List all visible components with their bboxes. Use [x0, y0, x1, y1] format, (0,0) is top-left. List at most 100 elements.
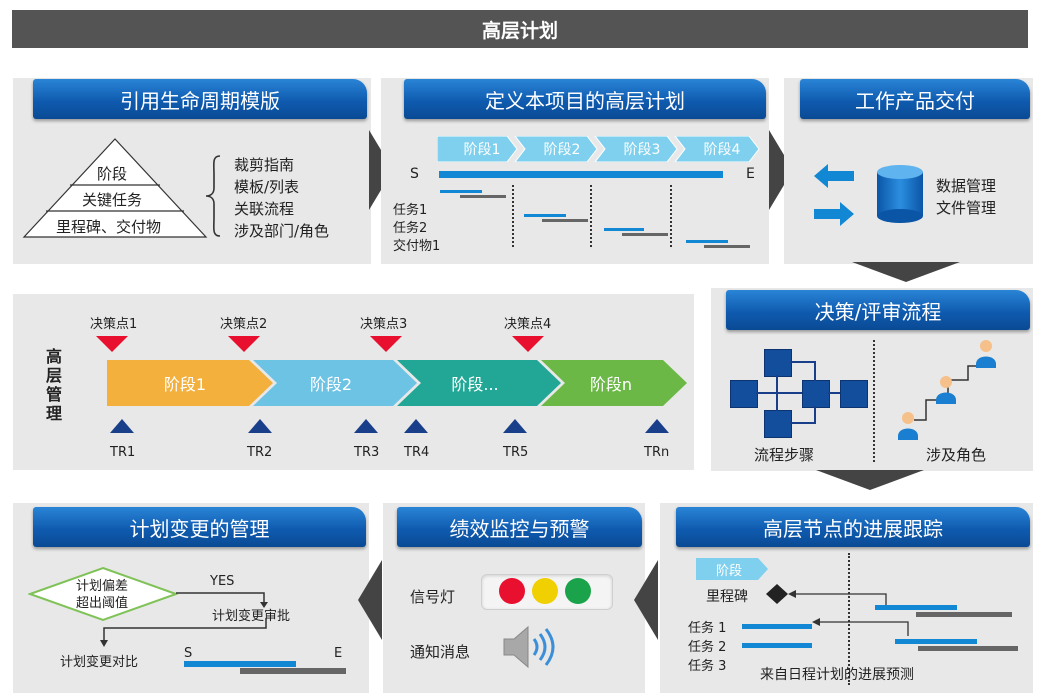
- end-label: E: [746, 166, 755, 182]
- process-connector: [814, 406, 816, 423]
- pyramid: [22, 138, 208, 238]
- change-header: 计划变更的管理: [33, 507, 366, 547]
- decision-marker-icon: [370, 336, 402, 352]
- decision-marker-icon: [512, 336, 544, 352]
- yellow-light-icon: [532, 578, 558, 604]
- forecast-arrow-icon: [812, 618, 909, 636]
- decision-label-2: 决策点2: [220, 317, 268, 332]
- pyramid-level-2: 关键任务: [82, 191, 143, 209]
- task-forecast-bar: [895, 639, 977, 644]
- person-icon: [898, 412, 918, 440]
- pyramid-level-1: 阶段: [97, 165, 128, 183]
- process-step-node: [730, 380, 758, 408]
- milestone-plan-bar: [875, 605, 957, 610]
- flow-arrow-left-icon: [358, 560, 382, 640]
- compare-path-arrow-icon: [100, 618, 267, 647]
- row-label-3: 交付物1: [393, 239, 441, 254]
- signal-label: 信号灯: [410, 588, 456, 606]
- tr-marker-icon: [645, 419, 669, 433]
- change-start-label: S: [184, 646, 193, 661]
- lifecycle-item-3: 关联流程: [234, 200, 295, 218]
- process-connector: [790, 422, 816, 424]
- brace-icon: [205, 155, 221, 237]
- database-icon: [877, 165, 923, 223]
- deliver-item-1: 数据管理: [936, 177, 997, 195]
- yes-path-arrow-icon: [176, 592, 268, 608]
- deliver-item-2: 文件管理: [936, 199, 997, 217]
- review-divider: [873, 340, 875, 462]
- diamond-line-1: 计划偏差: [76, 579, 129, 594]
- review-left-label: 流程步骤: [754, 446, 815, 464]
- diamond-line-2: 超出阈值: [76, 596, 129, 611]
- phase-tag: [696, 558, 768, 580]
- gantt-bar: [460, 195, 506, 198]
- tr-label-5: TR5: [503, 445, 529, 460]
- start-label: S: [410, 166, 419, 182]
- speaker-icon: [503, 625, 555, 669]
- stage-label-3: 阶段...: [451, 375, 499, 394]
- stage-label-2: 阶段2: [309, 375, 353, 394]
- plan-bar: [184, 661, 296, 667]
- notify-label: 通知消息: [410, 643, 471, 661]
- tr-marker-icon: [110, 419, 134, 433]
- decision-label-3: 决策点3: [360, 317, 408, 332]
- tr-label-4: TR4: [404, 445, 430, 460]
- red-light-icon: [499, 578, 525, 604]
- row-label-2: 任务2: [393, 221, 428, 236]
- phase-divider: [670, 185, 672, 247]
- tr-marker-icon: [503, 419, 527, 433]
- review-header: 决策/评审流程: [726, 290, 1030, 330]
- process-connector: [814, 361, 816, 381]
- phase-label-2: 阶段2: [543, 142, 581, 158]
- decision-label-4: 决策点4: [504, 317, 552, 332]
- phase-chevrons: [437, 136, 760, 162]
- gantt-bar: [542, 219, 588, 222]
- decision-marker-icon: [228, 336, 260, 352]
- change-end-label: E: [334, 646, 343, 661]
- today-line: [848, 553, 850, 685]
- milestone-diamond-icon: [766, 584, 788, 604]
- flow-arrow-down-icon: [816, 470, 924, 490]
- row-label-1: 任务1: [393, 203, 428, 218]
- phase-label-4: 阶段4: [703, 142, 741, 158]
- threshold-diamond: [28, 566, 178, 622]
- pyramid-level-3: 里程碑、交付物: [56, 218, 162, 236]
- task-label-1: 任务 1: [688, 621, 727, 636]
- stage-label-1: 阶段1: [163, 375, 207, 394]
- phase-divider: [512, 185, 514, 247]
- task-forecast-actual-bar: [918, 646, 1018, 651]
- review-right-label: 涉及角色: [926, 446, 987, 464]
- person-icon: [976, 340, 996, 368]
- process-connector: [790, 361, 816, 363]
- green-light-icon: [565, 578, 591, 604]
- gantt-bar: [686, 240, 728, 243]
- task-bar-1: [742, 624, 812, 629]
- milestone-label: 里程碑: [706, 589, 748, 605]
- tr-label-6: TRn: [644, 445, 670, 460]
- tr-marker-icon: [354, 419, 378, 433]
- gantt-bar: [704, 245, 750, 248]
- stage-label-4: 阶段n: [589, 375, 633, 394]
- phase-label-1: 阶段1: [463, 142, 501, 158]
- deliver-header: 工作产品交付: [800, 79, 1030, 119]
- process-step-node: [840, 380, 868, 408]
- actual-bar: [240, 668, 346, 674]
- tr-marker-icon: [248, 419, 272, 433]
- process-step-node: [802, 380, 830, 408]
- compare-label: 计划变更对比: [60, 655, 139, 670]
- milestone-actual-bar: [916, 612, 1012, 617]
- process-step-node: [764, 349, 792, 377]
- roles-staircase: [898, 340, 996, 440]
- gantt-bar: [524, 214, 566, 217]
- gantt-bar: [622, 233, 668, 236]
- lifecycle-item-4: 涉及部门/角色: [234, 222, 330, 240]
- forecast-arrow-icon: [788, 590, 887, 606]
- monitor-header: 绩效监控与预警: [397, 507, 642, 547]
- process-connector: [776, 375, 778, 411]
- flow-arrow-left-icon: [634, 560, 658, 640]
- decision-marker-icon: [96, 336, 128, 352]
- tr-label-3: TR3: [354, 445, 380, 460]
- tracking-phase-label: 阶段: [715, 563, 742, 579]
- lifecycle-header: 引用生命周期模版: [33, 79, 367, 119]
- decision-label-1: 决策点1: [90, 317, 138, 332]
